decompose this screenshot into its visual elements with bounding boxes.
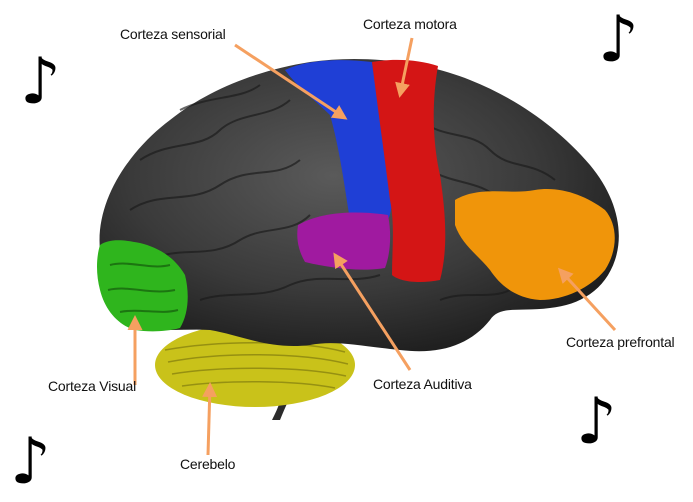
music-note-icon: ♪: [20, 50, 61, 114]
auditiva-region: [297, 212, 390, 269]
music-note-icon: ♪: [598, 8, 639, 72]
label-corteza-sensorial: Corteza sensorial: [120, 26, 226, 42]
music-note-icon: ♪: [10, 430, 51, 494]
label-corteza-motora: Corteza motora: [363, 16, 457, 32]
label-corteza-auditiva: Corteza Auditiva: [373, 376, 472, 392]
label-corteza-prefrontal: Corteza prefrontal: [566, 334, 674, 350]
label-cerebelo: Cerebelo: [180, 456, 235, 472]
music-note-icon: ♪: [576, 390, 617, 454]
cerebelo-arrow: [208, 385, 210, 455]
label-corteza-visual: Corteza Visual: [48, 378, 136, 394]
